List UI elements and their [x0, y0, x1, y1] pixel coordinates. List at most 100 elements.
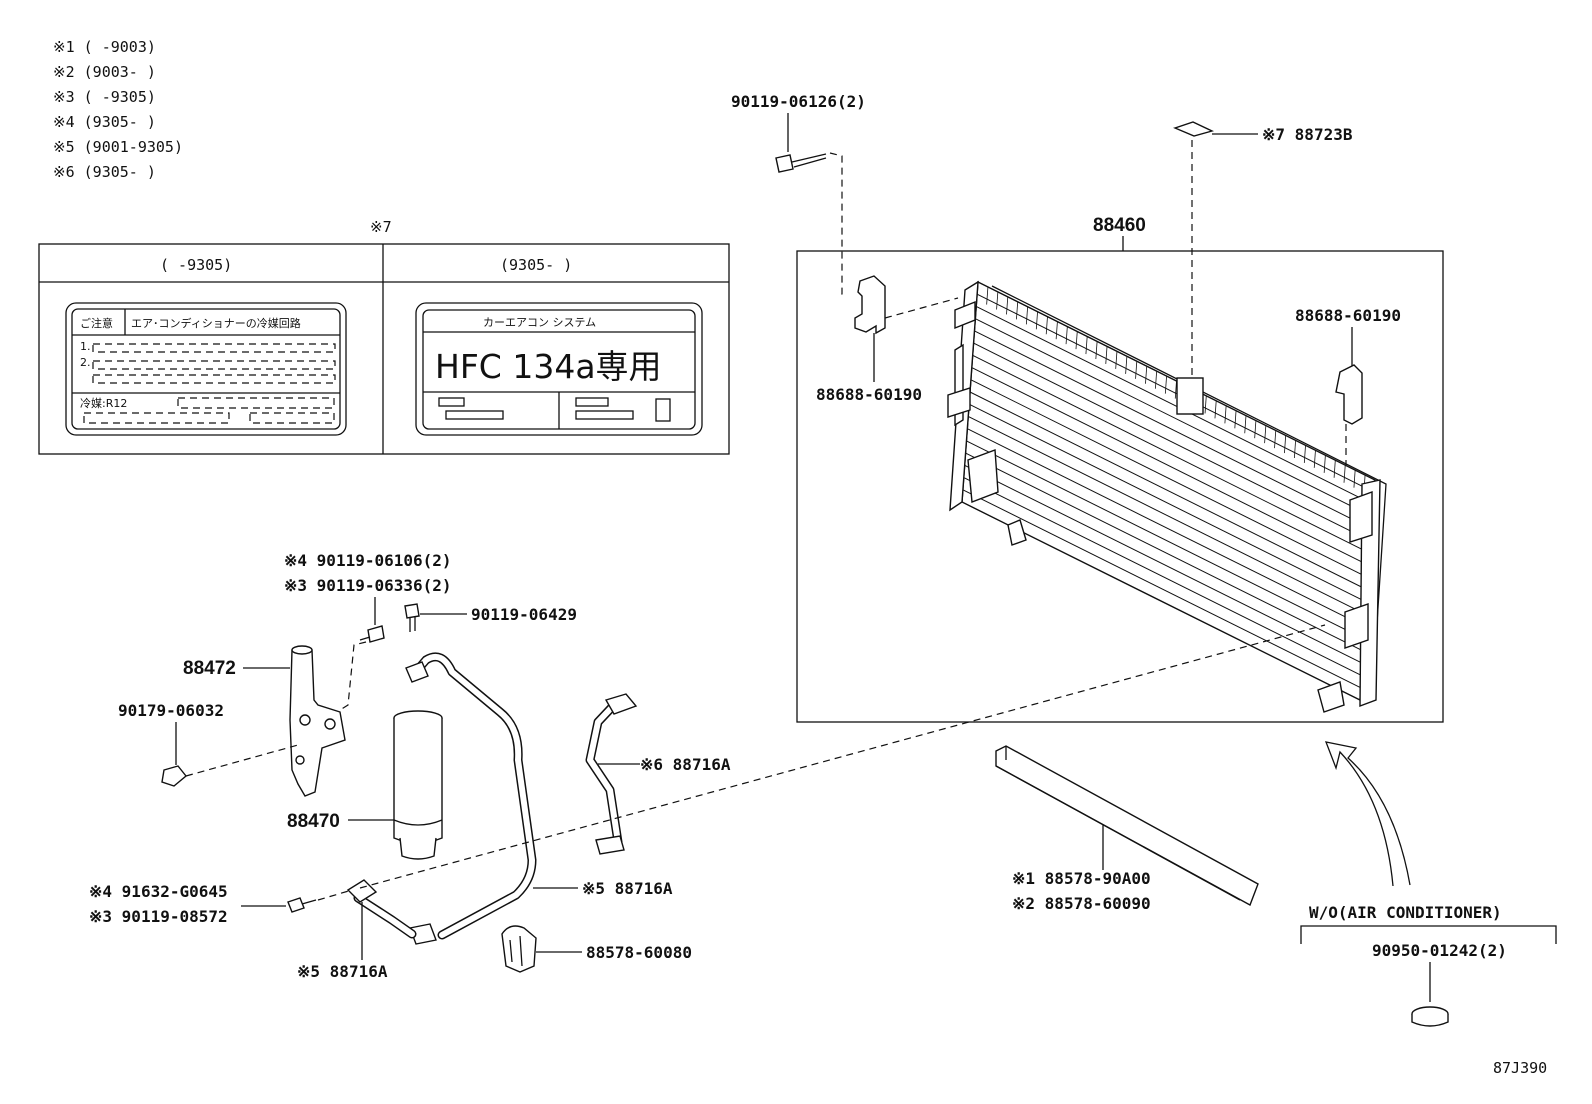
- fin-tick: [1274, 430, 1277, 449]
- hfc-label-heading: カーエアコン システム: [483, 316, 596, 329]
- nut-icon: [161, 765, 187, 787]
- fin-tick: [1254, 420, 1257, 439]
- caution-word: ご注意: [80, 316, 113, 330]
- fin-line: [972, 354, 1371, 554]
- fin-tick: [1125, 356, 1128, 374]
- fin-tick: [1006, 296, 1009, 315]
- fin-tick: [1045, 316, 1048, 335]
- bolt-icon-3: [287, 897, 317, 913]
- r12-caution-label: ご注意 エア･コンディショナーの冷媒回路 1. 2. 冷媒:R12: [65, 302, 347, 436]
- screw-icon: [359, 625, 385, 643]
- fin-line: [970, 379, 1369, 579]
- fin-tick: [986, 286, 989, 305]
- part-88470[interactable]: 88470: [287, 811, 340, 832]
- discharge-hose: [405, 652, 537, 945]
- part-90950-01242[interactable]: 90950-01242(2): [1372, 941, 1507, 960]
- left-bracket: [854, 275, 959, 335]
- fin-tick: [1224, 405, 1227, 424]
- fin-tick: [1293, 440, 1296, 459]
- note-1: ※1 ( -9003): [53, 38, 156, 56]
- fin-tick: [1025, 306, 1029, 325]
- fin-line: [964, 464, 1363, 664]
- part-90119-08572[interactable]: ※3 90119-08572: [89, 907, 228, 926]
- fin-tick: [1323, 455, 1326, 473]
- fin-tick: [1085, 336, 1088, 355]
- note-2: ※2 (9003- ): [53, 63, 156, 81]
- fin-line: [975, 318, 1373, 518]
- part-91632-g0645[interactable]: ※4 91632-G0645: [89, 882, 228, 901]
- note-4: ※4 (9305- ): [53, 113, 156, 131]
- fin-tick: [1303, 445, 1306, 463]
- without-ac-label: W/O(AIR CONDITIONER): [1309, 903, 1502, 922]
- part-88460[interactable]: 88460: [1093, 215, 1146, 236]
- fin-tick: [1145, 366, 1148, 384]
- receiver-drier: [393, 710, 443, 860]
- label-table-frame: [38, 243, 730, 455]
- sticker-icon: [1173, 121, 1214, 137]
- fin-tick: [1204, 395, 1207, 414]
- fin-line: [975, 305, 1374, 505]
- core-sticker: [1176, 377, 1204, 415]
- part-90119-06106[interactable]: ※4 90119-06106(2): [284, 551, 452, 570]
- plug-icon: [1411, 1006, 1449, 1027]
- part-88723b[interactable]: ※7 88723B: [1262, 125, 1353, 144]
- fin-tick: [1214, 400, 1217, 419]
- fin-line: [971, 367, 1370, 567]
- fin-tick: [1105, 346, 1108, 364]
- caution-line-2: 2.: [80, 356, 91, 369]
- part-88688-60190-right[interactable]: 88688-60190: [1295, 306, 1401, 325]
- fin-tick: [1174, 380, 1177, 399]
- seal-strip: [995, 745, 1259, 906]
- part-90119-06429[interactable]: 90119-06429: [471, 605, 577, 624]
- part-88716a-lower[interactable]: ※5 88716A: [297, 962, 388, 981]
- left-column-header: ( -9305): [160, 256, 232, 274]
- note-6: ※6 (9305- ): [53, 163, 156, 181]
- fin-tick: [1016, 301, 1019, 320]
- right-bracket: [1335, 364, 1363, 470]
- hfc134a-label: カーエアコン システム HFC 134a専用: [415, 302, 703, 436]
- fin-line: [968, 403, 1367, 603]
- fin-tick: [1155, 371, 1158, 389]
- part-88578-90a00[interactable]: ※1 88578-90A00: [1012, 869, 1151, 888]
- fin-tick: [1313, 450, 1316, 468]
- part-88716a-hose[interactable]: ※5 88716A: [582, 879, 673, 898]
- fin-tick: [1135, 361, 1138, 379]
- fin-line: [967, 428, 1366, 628]
- fin-line: [962, 489, 1362, 689]
- part-88688-60190-left[interactable]: 88688-60190: [816, 385, 922, 404]
- part-88472[interactable]: 88472: [183, 658, 236, 679]
- arrow-icon: [1324, 741, 1411, 887]
- note-5: ※5 (9001-9305): [53, 138, 183, 156]
- date-notes: ※1 ( -9003) ※2 (9003- ) ※3 ( -9305) ※4 (…: [53, 38, 183, 181]
- right-column-header: (9305- ): [500, 256, 572, 274]
- fin-tick: [1055, 321, 1058, 340]
- condenser-group-box: [796, 250, 1444, 723]
- part-90179-06032[interactable]: 90179-06032: [118, 701, 224, 720]
- bolt-icon-2: [404, 603, 420, 632]
- part-90119-06126[interactable]: 90119-06126(2): [731, 92, 866, 111]
- part-88716a-pipe[interactable]: ※6 88716A: [640, 755, 731, 774]
- bolt-icon: [775, 153, 827, 173]
- connection-dashed-line: [359, 624, 1326, 889]
- fin-tick: [1164, 376, 1167, 394]
- fin-line: [973, 342, 1372, 542]
- fin-tick: [1343, 465, 1346, 483]
- caution-label-table: ※7 ( -9305) (9305- ) ご注意 エア･コンディショナーの冷媒回…: [38, 218, 730, 455]
- cushion-block: [501, 925, 537, 973]
- fin-tick: [1353, 470, 1356, 488]
- part-88578-60090[interactable]: ※2 88578-60090: [1012, 894, 1151, 913]
- fin-line: [966, 440, 1365, 640]
- lower-pipe: [346, 879, 417, 939]
- part-90119-06336[interactable]: ※3 90119-06336(2): [284, 576, 452, 595]
- fin-line: [967, 415, 1367, 615]
- fin-line: [969, 391, 1368, 591]
- fin-tick: [1234, 410, 1237, 429]
- fin-tick: [1035, 311, 1038, 330]
- fin-tick: [996, 291, 999, 310]
- fin-tick: [1065, 326, 1068, 345]
- caution-line-1: 1.: [80, 340, 91, 353]
- part-88578-60080[interactable]: 88578-60080: [586, 943, 692, 962]
- fin-tick: [1264, 425, 1267, 444]
- caution-heading: エア･コンディショナーの冷媒回路: [131, 316, 301, 330]
